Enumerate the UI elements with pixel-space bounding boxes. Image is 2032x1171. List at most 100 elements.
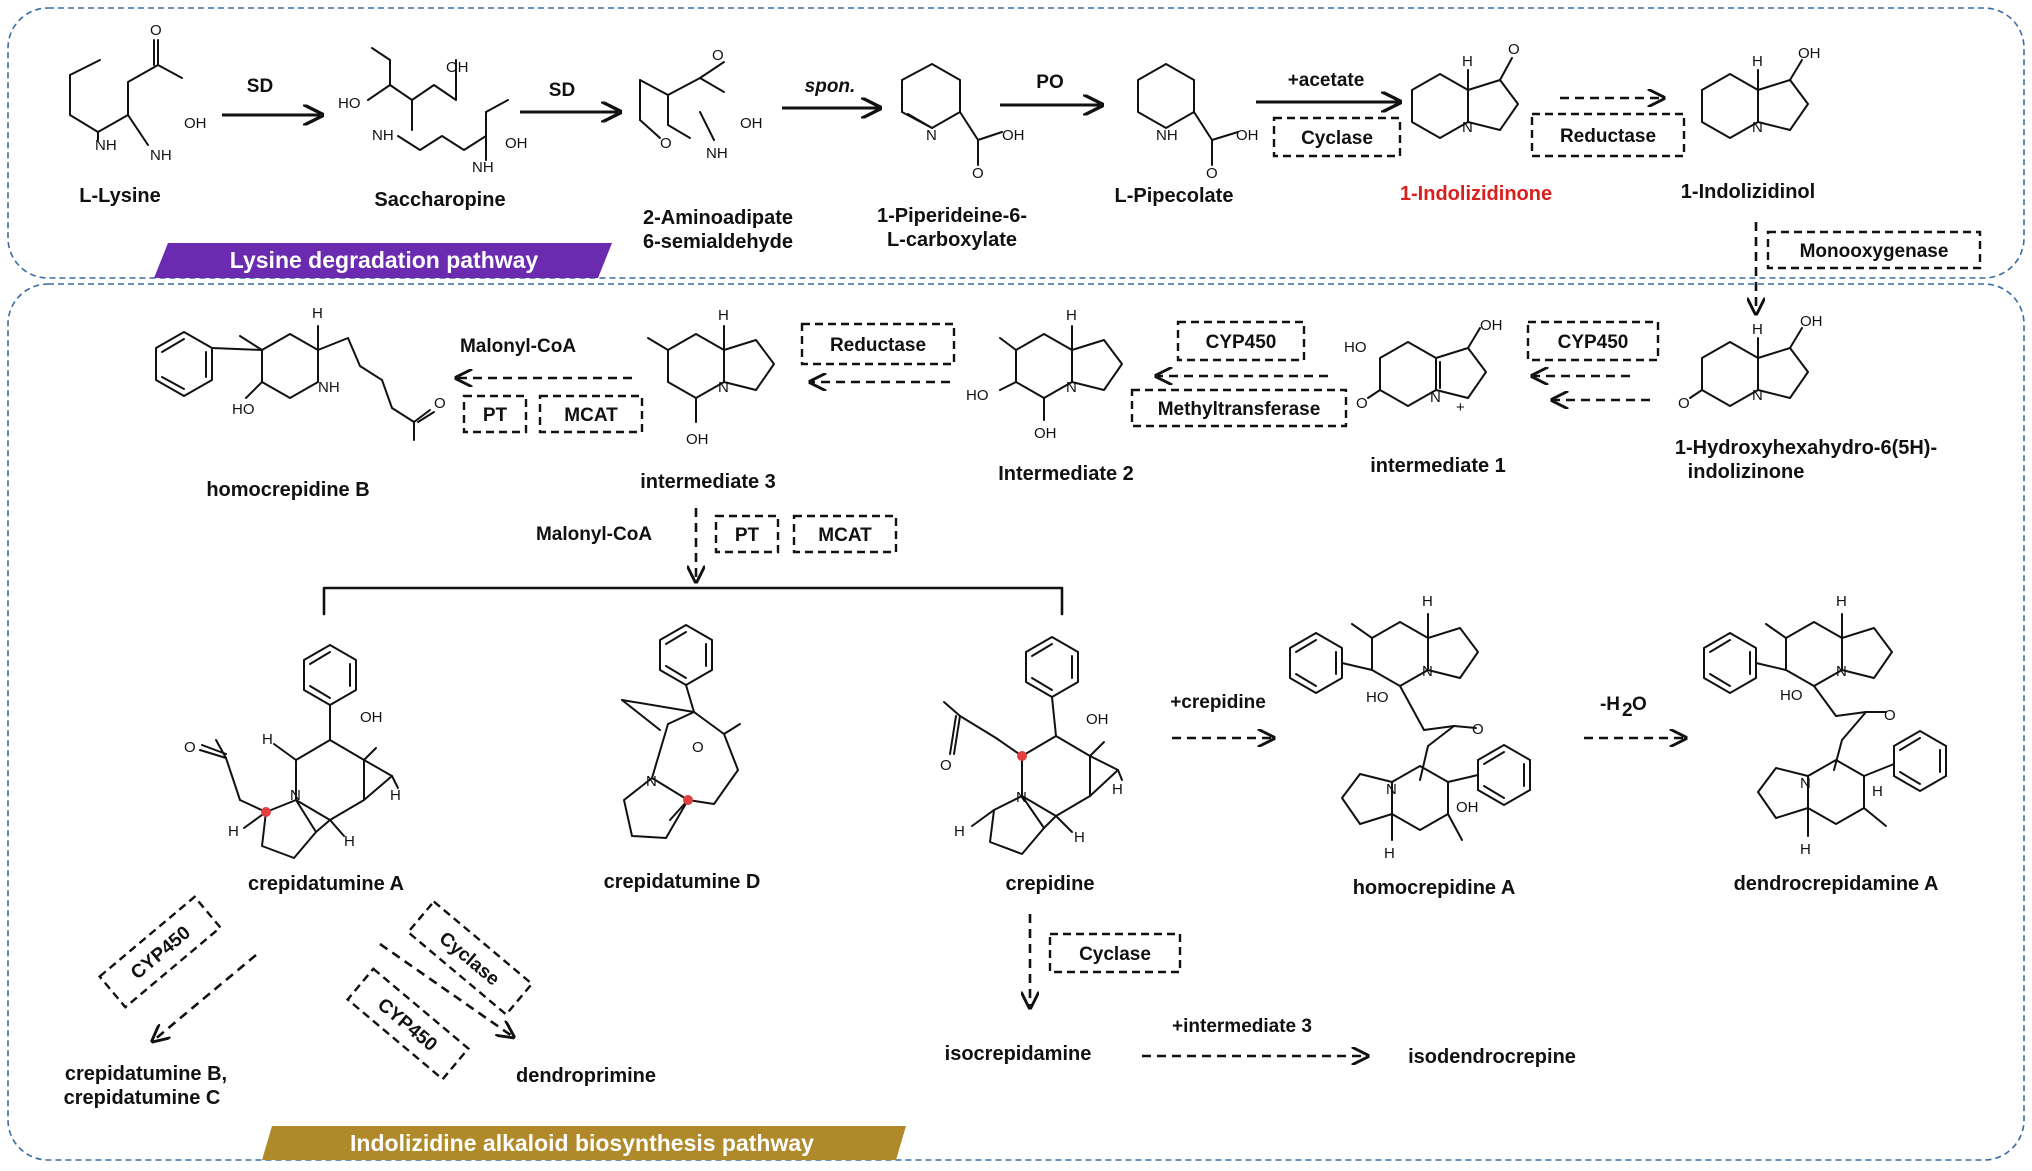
- indolizidine-banner: Indolizidine alkaloid biosynthesis pathw…: [262, 1126, 906, 1160]
- label-crepidine: crepidine: [1006, 873, 1095, 895]
- label-cyp450-mid: CYP450: [1206, 332, 1277, 353]
- atom-label: H: [1800, 841, 1811, 858]
- atom-label: O: [660, 135, 672, 152]
- pt-1-box: [462, 394, 528, 434]
- label-plus-intermediate3: +intermediate 3: [1172, 1016, 1312, 1037]
- saccharopine-structure: HO OH NH OH NH: [338, 47, 528, 176]
- mcat-1-box: [538, 394, 644, 434]
- label-reductase-mid: Reductase: [830, 335, 926, 356]
- atom-label: O: [1356, 395, 1368, 412]
- atom-label: O: [1508, 41, 1520, 58]
- atom-label: H: [262, 731, 273, 748]
- label-crepidatumine-bc-1: crepidatumine B,: [65, 1063, 227, 1085]
- atom-label: H: [1112, 781, 1123, 798]
- atom-label: O: [184, 739, 196, 756]
- label-hydroxyhexahydro-2: indolizinone: [1688, 461, 1805, 483]
- atom-label: OH: [360, 709, 383, 726]
- label-sd-1: SD: [247, 76, 273, 97]
- label-indolizidinone: 1-Indolizidinone: [1400, 183, 1552, 205]
- label-intermediate-1: intermediate 1: [1370, 455, 1506, 477]
- atom-label: H: [312, 305, 323, 322]
- label-piperideine-1: 1-Piperideine-6-: [877, 205, 1027, 227]
- label-minus-h2o-end: O: [1632, 694, 1647, 715]
- atom-label: H: [1872, 783, 1883, 800]
- label-mcat-2: MCAT: [818, 525, 872, 546]
- arrow-cyclase-diag: [379, 942, 512, 1036]
- cyp450-diag-box: [345, 967, 471, 1081]
- atom-label: H: [1462, 53, 1473, 70]
- cyp450-right-box: [1526, 320, 1660, 362]
- atom-label: HO: [1780, 687, 1803, 704]
- label-minus-h2o-sub: 2: [1622, 700, 1633, 721]
- label-isocrepidamine: isocrepidamine: [945, 1043, 1092, 1065]
- piperideine-structure: N OH O: [901, 63, 1025, 182]
- atom-label: H: [1836, 593, 1847, 610]
- label-intermediate-3: intermediate 3: [640, 471, 776, 493]
- atom-label: O: [150, 22, 162, 39]
- indolizidine-banner-label: Indolizidine alkaloid biosynthesis pathw…: [350, 1130, 814, 1156]
- cyp450-left-box-group: CYP450: [97, 895, 223, 1009]
- branch-bracket: [322, 586, 1064, 616]
- label-plus-crepidine: +crepidine: [1170, 692, 1266, 713]
- cyp450-left-box: [97, 895, 223, 1009]
- atom-label: H: [1422, 593, 1433, 610]
- methyltransferase-box: [1130, 388, 1348, 428]
- label-cyclase-bottom: Cyclase: [1079, 944, 1151, 965]
- cyp450-mid-box: [1176, 320, 1306, 362]
- intermediate-1-structure: HO O OH N +: [1344, 317, 1503, 416]
- atom-label: OH: [184, 115, 207, 132]
- atom-label: OH: [740, 115, 763, 132]
- cyclase-bottom-box: [1048, 932, 1182, 974]
- atom-label: H: [1384, 845, 1395, 862]
- atom-label: NH: [150, 147, 172, 164]
- atom-label: NH: [318, 379, 340, 396]
- label-sd-2: SD: [549, 80, 575, 101]
- atom-label: N: [1386, 781, 1397, 798]
- label-cyclase-top: Cyclase: [1301, 128, 1373, 149]
- atom-label: H: [954, 823, 965, 840]
- atom-label: NH: [372, 127, 394, 144]
- label-hydroxyhexahydro-1: 1-Hydroxyhexahydro-6(5H)-: [1675, 437, 1937, 459]
- homocrepidine-b-structure: HO H NH O: [155, 305, 446, 441]
- atom-label: OH: [1456, 799, 1479, 816]
- atom-label: N: [1430, 389, 1441, 406]
- label-po: PO: [1036, 72, 1063, 93]
- intermediate-2-structure: HO OH H N: [966, 307, 1123, 442]
- crepidatumine-d-structure: O N: [621, 624, 741, 839]
- pipecolate-structure: NH OH O: [1137, 63, 1259, 182]
- indolizidinone-structure: O H N: [1411, 41, 1520, 139]
- atom-label: O: [692, 739, 704, 756]
- atom-label: N: [1462, 119, 1473, 136]
- stereo-dot: [1017, 751, 1027, 761]
- atom-label: O: [434, 395, 446, 412]
- atom-label: NH: [472, 159, 494, 176]
- cyclase-top-box: [1272, 116, 1402, 158]
- label-saccharopine: Saccharopine: [374, 189, 505, 211]
- atom-label: OH: [686, 431, 709, 448]
- atom-label: N: [290, 787, 301, 804]
- homocrepidine-a-structure: HO H N O N OH H: [1289, 593, 1531, 862]
- label-cyp450-right: CYP450: [1558, 332, 1629, 353]
- label-dendroprimine: dendroprimine: [516, 1065, 656, 1087]
- atom-label: N: [1800, 775, 1811, 792]
- label-methyltransferase: Methyltransferase: [1158, 399, 1321, 420]
- label-piperideine-2: L-carboxylate: [887, 229, 1017, 251]
- atom-label: O: [1884, 707, 1896, 724]
- atom-label: H: [390, 787, 401, 804]
- stereo-dot: [261, 807, 271, 817]
- label-mcat-1: MCAT: [564, 405, 618, 426]
- aminoadipate-structure: O OH O NH: [639, 47, 763, 162]
- atom-label: OH: [1086, 711, 1109, 728]
- lysine-panel: [7, 7, 2025, 279]
- atom-label: N: [1066, 379, 1077, 396]
- intermediate-3-structure: OH H N: [647, 307, 775, 448]
- atom-label: NH: [95, 137, 117, 154]
- atom-label: O: [1472, 721, 1484, 738]
- atom-label: O: [712, 47, 724, 64]
- indolizidinol-structure: OH H N: [1701, 45, 1821, 139]
- atom-label: +: [1456, 399, 1465, 416]
- label-malonyl-1: Malonyl-CoA: [460, 336, 576, 357]
- atom-label: HO: [966, 387, 989, 404]
- hydroxyhexahydro-structure: O OH H N: [1678, 313, 1823, 412]
